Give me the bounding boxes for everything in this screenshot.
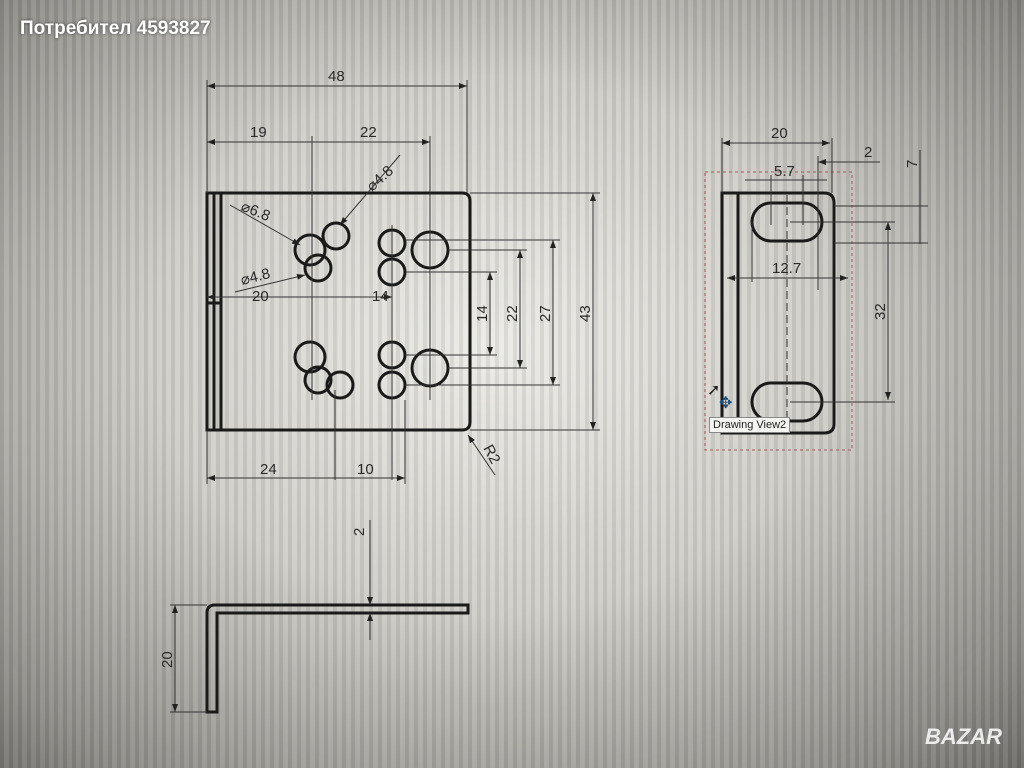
dim-right-20: 20 xyxy=(771,125,788,142)
side-view[interactable]: 20 2 xyxy=(159,520,470,714)
dim-side-20: 20 xyxy=(159,651,176,668)
dim-side-2: 2 xyxy=(351,528,368,536)
clover-hole-top xyxy=(293,221,351,283)
dim-hole-4-8-top: ⌀4.8 xyxy=(363,162,397,195)
dim-27: 27 xyxy=(537,305,554,322)
dim-hole-6-8: ⌀6.8 xyxy=(239,198,273,225)
watermark-username: Потребител 4593827 xyxy=(20,18,211,39)
dim-48: 48 xyxy=(328,68,345,85)
dim-19: 19 xyxy=(250,124,267,141)
dim-32: 32 xyxy=(872,303,889,320)
dim-right-2: 2 xyxy=(864,144,872,161)
mouse-cursor-icon: ➚ xyxy=(707,382,721,399)
dim-5-7: 5.7 xyxy=(774,163,795,180)
dim-10: 10 xyxy=(357,461,374,478)
dim-r2: R2 xyxy=(479,442,503,467)
right-view[interactable]: 20 2 5.7 7 12.7 32 xyxy=(704,125,928,451)
drawing-view-tooltip: Drawing View2 xyxy=(709,417,791,433)
dim-22-vertical: 22 xyxy=(504,305,521,322)
dim-14-horizontal: 14 xyxy=(372,288,389,305)
dim-12-7: 12.7 xyxy=(772,260,801,277)
bazar-logo: BAZAR xyxy=(925,724,1002,749)
dim-22: 22 xyxy=(360,124,377,141)
dim-20: 20 xyxy=(252,288,269,305)
dim-7: 7 xyxy=(904,160,921,168)
dim-43: 43 xyxy=(577,305,594,322)
dim-hole-4-8-bottom: ⌀4.8 xyxy=(239,265,272,289)
clover-hole-bottom xyxy=(293,340,355,400)
dim-14-vertical: 14 xyxy=(474,305,491,322)
move-handle-icon[interactable]: ✥ xyxy=(719,395,733,412)
front-view[interactable]: 48 19 22 ⌀4.8 ⌀6.8 ⌀4.8 20 14 14 22 27 4… xyxy=(205,68,600,484)
dim-24: 24 xyxy=(260,461,277,478)
